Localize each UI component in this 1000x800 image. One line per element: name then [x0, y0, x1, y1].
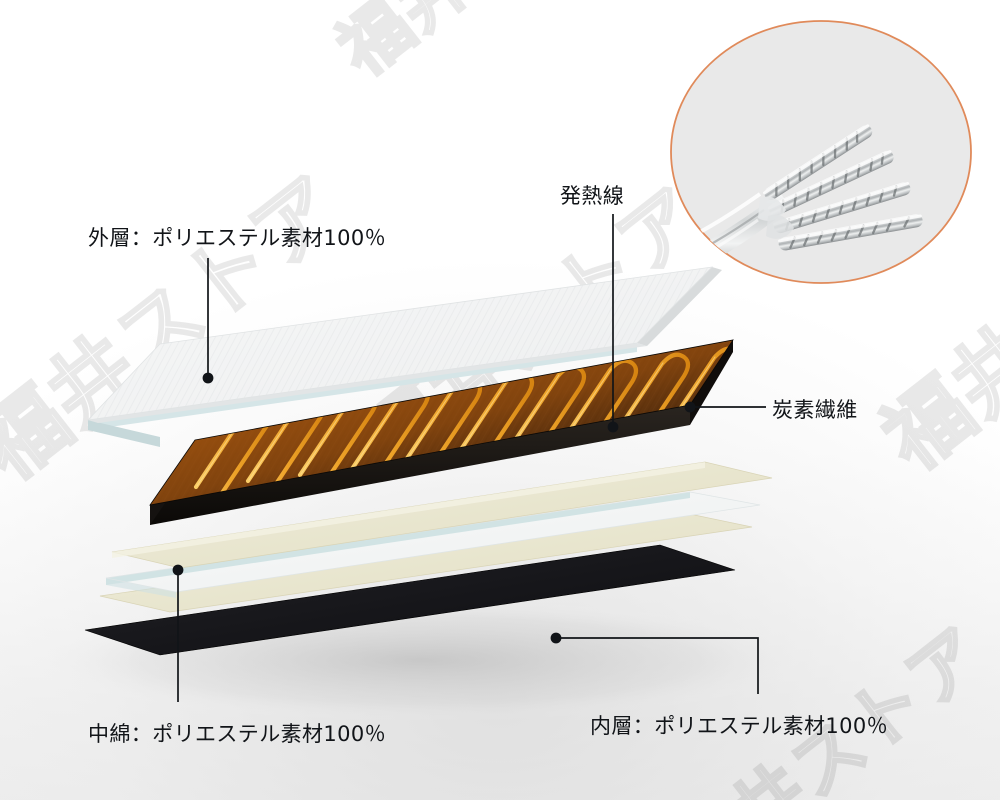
wire-strand-1 — [763, 124, 873, 200]
layer-batting-upper — [111, 461, 773, 569]
layer-membrane — [105, 491, 761, 598]
wire-strand-3 — [773, 182, 911, 234]
label-heating-wire: 発熱線 — [560, 184, 625, 208]
wire-strand-2 — [767, 150, 894, 216]
layer-inner-shell — [84, 544, 736, 656]
layer-outer-shell — [86, 266, 722, 447]
wire-closeup-svg — [670, 20, 972, 284]
label-carbon-fiber: 炭素繊維 — [772, 398, 858, 422]
label-outer-shell: 外層：ポリエステル素材100％ — [88, 226, 387, 250]
heating-wire-inset — [668, 18, 974, 286]
wire-splay-junction — [758, 196, 786, 221]
label-inner-shell: 内層：ポリエステル素材100％ — [590, 714, 889, 738]
label-batting: 中綿：ポリエステル素材100％ — [88, 722, 387, 746]
wire-strands-group — [671, 124, 923, 283]
wire-strand-4 — [778, 214, 923, 251]
